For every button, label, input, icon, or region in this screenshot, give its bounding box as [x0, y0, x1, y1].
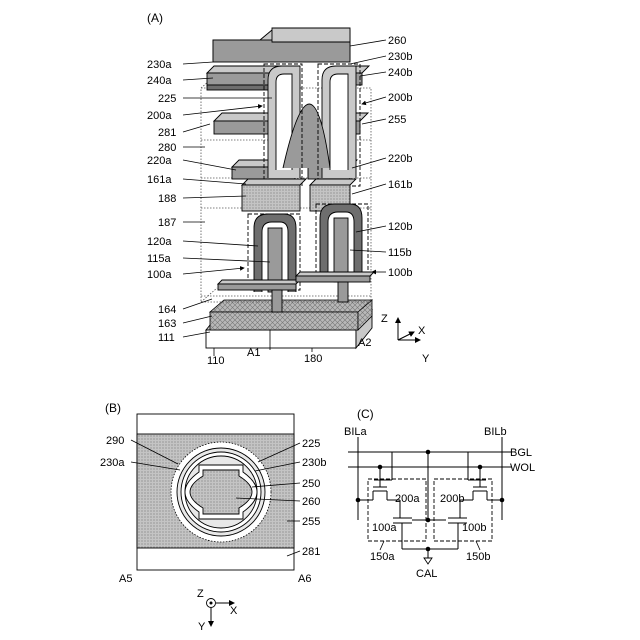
- label-200b-c: 200b: [440, 493, 464, 505]
- label-230a-b: 230a: [100, 457, 125, 469]
- label-BGL: BGL: [510, 447, 532, 459]
- panel-a: (A): [147, 11, 430, 367]
- axis-y-b: Y: [198, 621, 206, 633]
- label-230a: 230a: [147, 59, 172, 71]
- transistor-pillars: [268, 66, 356, 178]
- label-187: 187: [158, 217, 176, 229]
- label-161a: 161a: [147, 174, 172, 186]
- junctions: [356, 450, 505, 552]
- label-BILa: BILa: [344, 426, 368, 438]
- label-200a-c: 200a: [395, 493, 420, 505]
- label-255-b: 255: [302, 516, 320, 528]
- axes-b: Z X Y: [197, 588, 238, 633]
- label-188: 188: [158, 193, 176, 205]
- label-A6: A6: [298, 573, 311, 585]
- capacitor-100b-c: 100b: [448, 518, 486, 549]
- label-100a: 100a: [147, 269, 172, 281]
- label-180: 180: [304, 353, 322, 365]
- axis-z-b: Z: [197, 588, 204, 600]
- capacitor-100a: [218, 214, 300, 292]
- label-150a: 150a: [370, 551, 395, 563]
- label-100a-c: 100a: [372, 522, 397, 534]
- label-WOL: WOL: [510, 462, 535, 474]
- panel-a-title: (A): [147, 11, 163, 25]
- label-120a: 120a: [147, 236, 172, 248]
- label-115a: 115a: [147, 253, 172, 265]
- label-281: 281: [158, 127, 176, 139]
- label-BILb: BILb: [484, 426, 507, 438]
- label-A2: A2: [358, 337, 371, 349]
- label-111: 111: [158, 332, 175, 344]
- panel-c-title: (C): [357, 407, 374, 421]
- label-230b-b: 230b: [302, 457, 326, 469]
- label-280: 280: [158, 142, 176, 154]
- label-100b-c: 100b: [462, 522, 486, 534]
- plug-a: [272, 290, 282, 312]
- label-115b: 115b: [388, 247, 412, 259]
- label-240b: 240b: [388, 67, 412, 79]
- label-281-b: 281: [302, 546, 320, 558]
- label-200a: 200a: [147, 110, 172, 122]
- label-161b: 161b: [388, 179, 412, 191]
- label-A1: A1: [247, 347, 260, 359]
- label-100b: 100b: [388, 267, 412, 279]
- plug-b: [338, 282, 348, 302]
- capacitor-100b: [296, 204, 374, 282]
- labels-left: 230a 240a 225 200a 281 280 220a 161a 188…: [147, 59, 176, 344]
- label-200b: 200b: [388, 92, 412, 104]
- label-230b: 230b: [388, 51, 412, 63]
- label-250: 250: [302, 478, 320, 490]
- label-220a: 220a: [147, 155, 172, 167]
- axis-x-b: X: [230, 605, 238, 617]
- label-240a: 240a: [147, 75, 172, 87]
- label-260: 260: [388, 35, 406, 47]
- axis-x-a: X: [418, 325, 426, 337]
- axis-y-a: Y: [422, 353, 430, 365]
- top-electrode-260: [213, 28, 350, 62]
- labels-right: 260 230b 240b 200b 255 220b 161b 120b 11…: [388, 35, 412, 279]
- label-163: 163: [158, 318, 176, 330]
- label-120b: 120b: [388, 221, 412, 233]
- panel-b: (B) 290 230a 225 230b 250 260 255 2: [100, 401, 326, 633]
- ground-icon: [424, 558, 432, 564]
- substrate-110: [206, 300, 372, 348]
- panel-c: (C) BILa BILb BGL WOL 200a: [344, 407, 535, 580]
- label-260-b: 260: [302, 496, 320, 508]
- label-255: 255: [388, 114, 406, 126]
- capacitor-100a-c: 100a: [372, 518, 446, 549]
- transistor-200a: 200a: [358, 452, 420, 518]
- label-150b: 150b: [466, 551, 490, 563]
- label-290: 290: [106, 435, 124, 447]
- label-CAL: CAL: [416, 568, 437, 580]
- transistor-200b: 200b: [440, 452, 502, 518]
- label-110: 110: [207, 355, 225, 367]
- panel-b-title: (B): [105, 401, 121, 415]
- axes-a: Z X Y: [381, 313, 430, 365]
- label-A5: A5: [119, 573, 132, 585]
- label-225: 225: [158, 93, 176, 105]
- label-164: 164: [158, 304, 176, 316]
- label-225-b: 225: [302, 438, 320, 450]
- label-220b: 220b: [388, 153, 412, 165]
- axis-z-a: Z: [381, 313, 388, 325]
